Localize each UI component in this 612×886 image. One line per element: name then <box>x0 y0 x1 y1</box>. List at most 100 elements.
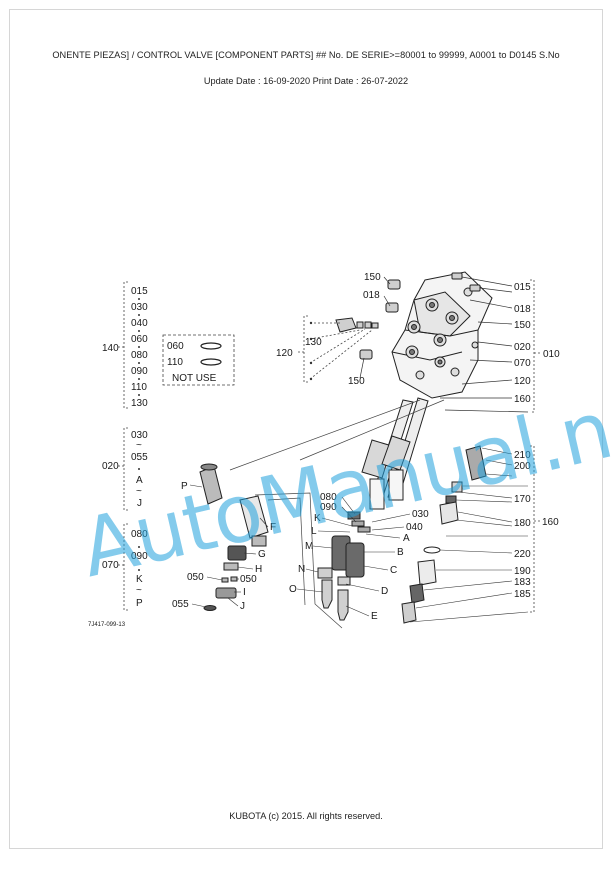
callout-150-low: 150 <box>348 376 365 387</box>
callout-010: 010 <box>543 349 560 360</box>
callout-120-left: 120 <box>276 348 293 359</box>
callout-070-right: 070 <box>514 358 531 369</box>
callout-F: F <box>270 522 276 533</box>
valve-body-drawing <box>391 271 493 399</box>
callout-120-right: 120 <box>514 376 531 387</box>
callout-090-center: 090 <box>320 502 337 513</box>
svg-text:J: J <box>137 498 142 509</box>
callout-P: P <box>181 481 188 492</box>
callout-185: 185 <box>514 589 531 600</box>
callout-O: O <box>289 584 297 595</box>
callout-220: 220 <box>514 549 531 560</box>
callout-170: 170 <box>514 494 531 505</box>
svg-text:015: 015 <box>131 286 148 297</box>
leader-lines-center <box>296 496 411 617</box>
callout-M: M <box>305 541 313 552</box>
svg-text:~: ~ <box>136 486 142 497</box>
svg-text:030: 030 <box>131 302 148 313</box>
callout-N: N <box>298 564 305 575</box>
callout-J: J <box>240 601 245 612</box>
leader-lines-right-stack <box>409 447 529 623</box>
callout-E: E <box>371 611 378 622</box>
svg-text:040: 040 <box>131 318 148 329</box>
svg-text:080: 080 <box>131 350 148 361</box>
svg-text:A: A <box>136 475 143 486</box>
figure-code: 7J417-099-13 <box>88 622 126 628</box>
leader-dots-left <box>309 321 313 381</box>
callout-L: L <box>311 526 317 537</box>
svg-text:030: 030 <box>131 430 148 441</box>
callout-020-right: 020 <box>514 342 531 353</box>
svg-text:110: 110 <box>131 382 147 393</box>
group-070-items: 080 090 K ~ P <box>131 529 148 609</box>
svg-text:080: 080 <box>131 529 148 540</box>
not-use-item-110: 110 <box>167 357 183 368</box>
callout-160-lower: 160 <box>542 517 559 528</box>
group-070-id: 070 <box>102 560 119 571</box>
svg-text:K: K <box>136 574 143 585</box>
oring-icon <box>200 342 222 366</box>
group-140-items: 015 030 040 060 080 090 110 130 <box>131 286 148 409</box>
leader-lines-right <box>440 276 529 413</box>
svg-text:060: 060 <box>131 334 148 345</box>
callout-H: H <box>255 564 262 575</box>
svg-text:090: 090 <box>131 551 148 562</box>
right-bracket-010 <box>530 279 540 413</box>
callout-050-right: 050 <box>240 574 257 585</box>
right-stack-parts <box>401 445 487 624</box>
body-part-F <box>239 495 269 547</box>
callout-A: A <box>403 533 410 544</box>
document-dates: Update Date : 16-09-2020 Print Date : 26… <box>203 76 409 86</box>
plug-parts <box>335 272 481 360</box>
svg-text:090: 090 <box>131 366 148 377</box>
assembly-outline-lines <box>229 399 445 629</box>
not-use-box <box>162 334 235 386</box>
leader-lines-left-lower <box>189 484 269 608</box>
svg-text:P: P <box>136 598 143 609</box>
callout-030-center: 030 <box>412 509 429 520</box>
not-use-label: NOT USE <box>172 373 217 384</box>
callout-018-top: 018 <box>363 290 380 301</box>
callout-080-center: 080 <box>320 492 337 503</box>
svg-text:~: ~ <box>136 585 142 596</box>
document-title: ONENTE PIEZAS] / CONTROL VALVE [COMPONEN… <box>52 50 560 60</box>
group-140-bracket <box>118 281 128 409</box>
group-020-bracket <box>118 427 128 511</box>
callout-190: 190 <box>514 566 531 577</box>
footer-copyright: KUBOTA (c) 2015. All rights reserved. <box>229 811 383 821</box>
spring-stack <box>317 511 371 621</box>
svg-text:130: 130 <box>131 398 148 409</box>
leader-lines-top <box>359 276 391 379</box>
group-020-id: 020 <box>102 461 119 472</box>
callout-D: D <box>381 586 388 597</box>
callout-015-right: 015 <box>514 282 531 293</box>
spool-assembly <box>361 397 429 510</box>
callout-C: C <box>390 565 397 576</box>
svg-text:~: ~ <box>136 440 142 451</box>
callout-050-left: 050 <box>187 572 204 583</box>
callout-150-top: 150 <box>364 272 381 283</box>
callout-G: G <box>258 549 266 560</box>
not-use-item-060: 060 <box>167 341 184 352</box>
group-070-bracket <box>118 523 128 611</box>
left-bracket-120 <box>298 315 373 383</box>
callout-160-upper: 160 <box>514 394 531 405</box>
callout-040-center: 040 <box>406 522 423 533</box>
callout-150-right: 150 <box>514 320 531 331</box>
page-frame <box>9 9 603 849</box>
svg-text:055: 055 <box>131 452 148 463</box>
right-bracket-160 <box>530 445 540 613</box>
cap-part-P <box>199 463 223 505</box>
callout-200: 200 <box>514 461 531 472</box>
group-020-items: 030 ~ 055 A ~ J <box>131 430 148 509</box>
callout-055: 055 <box>172 599 189 610</box>
callout-K: K <box>314 513 321 524</box>
group-140-id: 140 <box>102 343 119 354</box>
callout-B: B <box>397 547 404 558</box>
callout-180: 180 <box>514 518 531 529</box>
callout-210: 210 <box>514 450 531 461</box>
callout-183: 183 <box>514 577 531 588</box>
small-parts-H-J <box>203 562 239 611</box>
callout-018-right: 018 <box>514 304 531 315</box>
